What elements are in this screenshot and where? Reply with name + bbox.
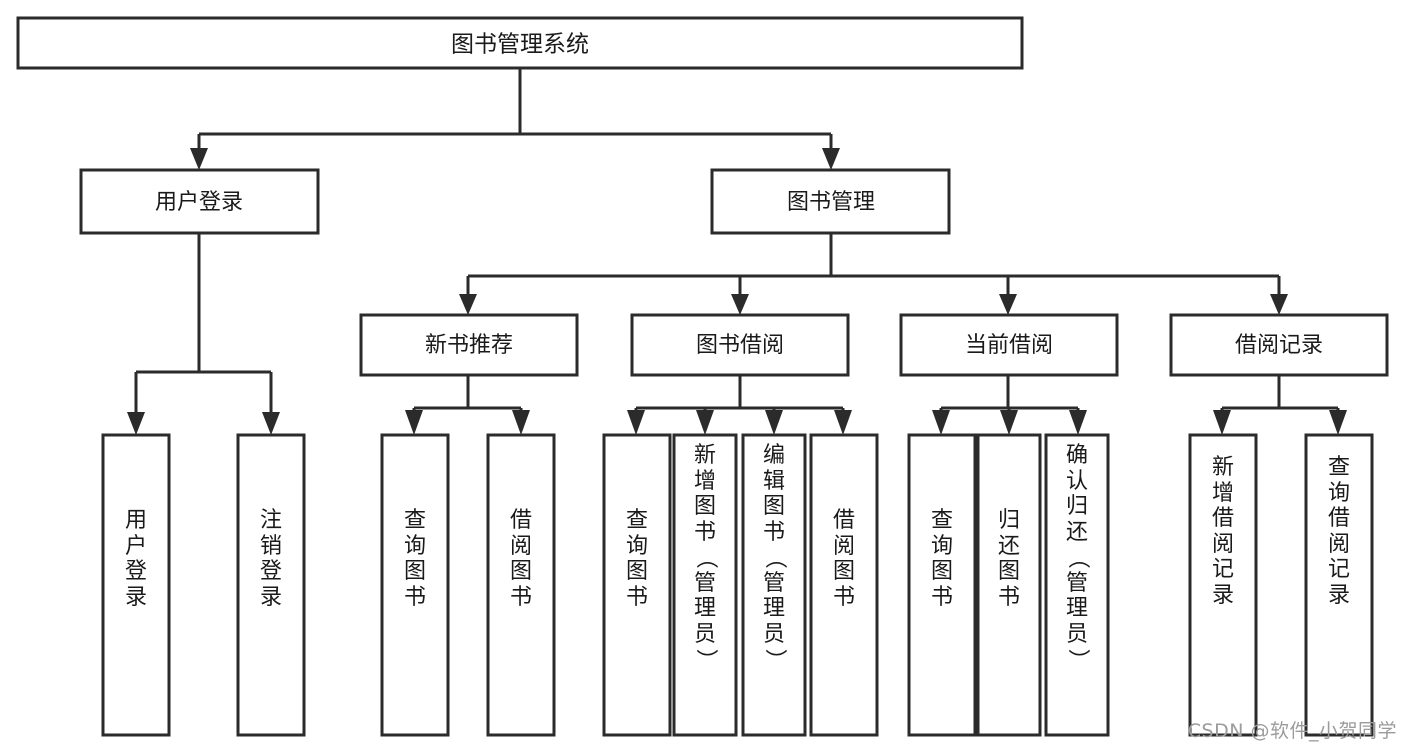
node-leaf-borrow-book-1-box[interactable]	[486, 433, 556, 737]
arrow-head-user-login	[190, 148, 208, 170]
node-new-book-recommend[interactable]: 新书推荐	[359, 313, 579, 377]
node-leaf-return-book-box[interactable]	[976, 433, 1042, 737]
arrow-head-bookborrow	[731, 294, 749, 315]
node-leaf-query-record-box[interactable]	[1304, 433, 1374, 737]
arrow-head-leaf-logout	[262, 412, 280, 435]
node-new-book-recommend-label: 新书推荐	[425, 333, 513, 358]
node-current-borrow[interactable]: 当前借阅	[899, 313, 1119, 377]
node-leaf-confirm-return-box[interactable]	[1044, 433, 1110, 737]
arrow-head-leaf-borrow-2	[834, 410, 852, 435]
node-borrow-record[interactable]: 借阅记录	[1169, 313, 1389, 377]
node-root[interactable]: 图书管理系统	[16, 16, 1024, 70]
node-current-borrow-box[interactable]	[899, 313, 1119, 377]
arrow-head-leaf-query-3	[932, 410, 950, 435]
node-user-login-label: 用户登录	[155, 190, 243, 215]
node-book-borrow-box[interactable]	[630, 313, 850, 377]
node-user-login[interactable]: 用户登录	[79, 168, 320, 235]
node-book-borrow[interactable]: 图书借阅	[630, 313, 850, 377]
arrow-head-book-manage	[822, 148, 840, 170]
connector-currentborrow-to-leaves	[932, 375, 1087, 435]
arrow-head-newbook	[459, 294, 477, 315]
arrow-head-currentborrow	[999, 294, 1017, 315]
leaf-boxes	[101, 433, 1374, 737]
arrow-head-leaf-addbook	[696, 410, 714, 435]
node-root-box[interactable]	[16, 16, 1024, 70]
node-leaf-add-record-box[interactable]	[1188, 433, 1258, 737]
watermark-text: CSDN @软件_小贺同学	[1187, 720, 1397, 742]
node-new-book-recommend-box[interactable]	[359, 313, 579, 377]
connector-userlogin-to-leaves	[127, 233, 280, 435]
arrow-head-leaf-queryrecord	[1329, 410, 1347, 435]
node-leaf-borrow-book-2-box[interactable]	[809, 433, 879, 737]
connector-bookmanage-to-level3	[459, 233, 1288, 315]
arrow-head-leaf-addrecord	[1213, 410, 1231, 435]
arrow-head-leaf-borrow-1	[512, 410, 530, 435]
connector-borrowrecord-to-leaves	[1213, 375, 1347, 435]
node-leaf-query-book-3-box[interactable]	[907, 433, 977, 737]
node-book-manage-label: 图书管理	[787, 190, 875, 215]
node-leaf-query-book-2-box[interactable]	[602, 433, 672, 737]
arrow-head-borrowrecord	[1270, 294, 1288, 315]
node-borrow-record-box[interactable]	[1169, 313, 1389, 377]
node-leaf-user-login-box[interactable]	[101, 433, 171, 737]
arrow-head-leaf-confirm	[1069, 410, 1087, 435]
arrow-head-leaf-user-login	[127, 412, 145, 435]
node-user-login-box[interactable]	[79, 168, 320, 235]
node-book-manage[interactable]: 图书管理	[710, 168, 951, 235]
node-leaf-edit-book-box[interactable]	[741, 433, 807, 737]
node-book-manage-box[interactable]	[710, 168, 951, 235]
connector-root-to-level2	[190, 68, 840, 170]
node-leaf-add-book-box[interactable]	[672, 433, 738, 737]
arrow-head-leaf-return	[1000, 410, 1018, 435]
node-book-borrow-label: 图书借阅	[696, 333, 784, 358]
node-leaf-logout-login-box[interactable]	[236, 433, 306, 737]
connector-bookborrow-to-leaves	[627, 375, 852, 435]
node-current-borrow-label: 当前借阅	[965, 333, 1053, 358]
node-leaf-query-book-1-box[interactable]	[380, 433, 450, 737]
arrow-head-leaf-query-1	[405, 410, 423, 435]
node-borrow-record-label: 借阅记录	[1235, 333, 1323, 358]
connector-newbook-to-leaves	[405, 375, 530, 435]
node-root-label: 图书管理系统	[451, 32, 589, 58]
arrow-head-leaf-query-2	[627, 410, 645, 435]
arrow-head-leaf-editbook	[765, 410, 783, 435]
